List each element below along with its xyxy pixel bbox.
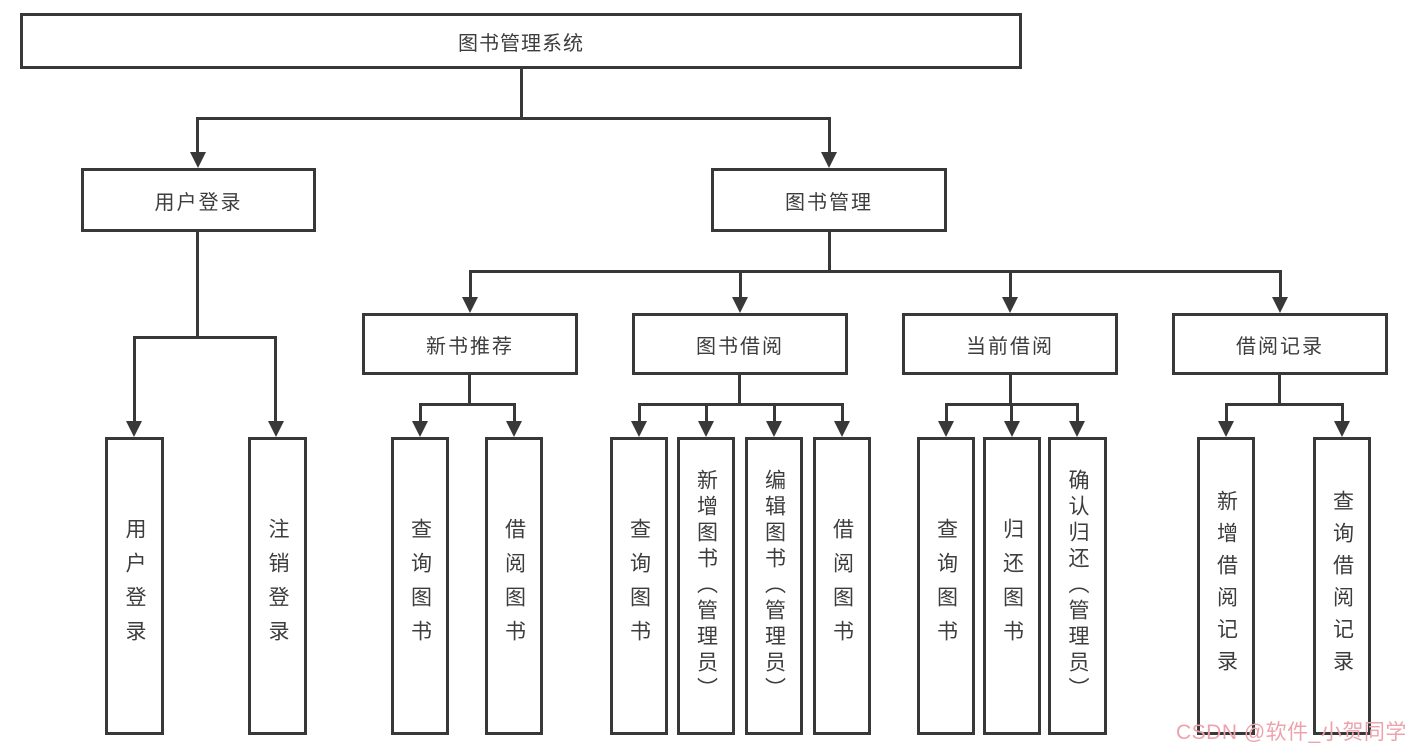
connector-arm-nb-query	[419, 403, 422, 424]
leaf-add-book-admin: 新增图书（管理员）	[677, 437, 735, 735]
leaf-query-books-2: 查询图书	[610, 437, 668, 735]
leaf-logout: 注销登录	[248, 437, 307, 735]
arrow-head-cb-confirm	[1069, 421, 1085, 437]
arrow-head-user-login	[190, 152, 206, 168]
connector-user-login-stem	[196, 231, 199, 339]
arrow-head-leaf-logout	[268, 421, 284, 437]
node-borrow-record-label: 借阅记录	[1236, 335, 1324, 358]
arrow-head-borrow-record	[1272, 297, 1288, 313]
leaf-query-books-3: 查询图书	[917, 437, 975, 735]
node-current-borrow-label: 当前借阅	[966, 335, 1054, 358]
connector-arm-book-borrow	[739, 270, 742, 300]
node-root: 图书管理系统	[20, 13, 1022, 69]
node-book-borrow: 图书借阅	[632, 313, 848, 375]
leaf-confirm-return-admin: 确认归还（管理员）	[1048, 437, 1107, 735]
node-book-borrow-label: 图书借阅	[696, 335, 784, 358]
connector-arm-leaf-logout	[274, 336, 277, 424]
leaf-edit-book-admin: 编辑图书（管理员）	[745, 437, 803, 735]
connector-book-borrow-branch	[638, 403, 843, 406]
arrow-head-br-query	[1334, 421, 1350, 437]
connector-current-borrow-stem	[1009, 374, 1012, 405]
connector-root-stem	[520, 68, 523, 120]
leaf-borrow-books-1: 借阅图书	[485, 437, 543, 735]
leaf-logout-label: 注销登录	[266, 518, 289, 654]
connector-user-login-branch	[133, 336, 277, 339]
node-root-label: 图书管理系统	[458, 32, 584, 55]
leaf-borrow-books-2-label: 借阅图书	[830, 518, 854, 654]
leaf-query-books-1: 查询图书	[391, 437, 449, 735]
connector-arm-cb-return	[1010, 403, 1013, 424]
connector-level3-branch	[469, 270, 1281, 273]
node-new-book-recommend-label: 新书推荐	[426, 335, 514, 358]
connector-arm-bb-add	[705, 403, 708, 424]
arrow-head-br-add	[1218, 421, 1234, 437]
leaf-query-books-2-label: 查询图书	[627, 518, 651, 654]
node-user-login-label: 用户登录	[154, 191, 243, 214]
leaf-user-login: 用户登录	[105, 437, 164, 735]
leaf-query-borrow-record-label: 查询借阅记录	[1330, 490, 1354, 682]
leaf-return-book-label: 归还图书	[1000, 518, 1024, 654]
connector-book-management-stem	[828, 231, 831, 273]
connector-book-borrow-stem	[738, 374, 741, 405]
connector-arm-cb-query	[945, 403, 948, 424]
arrow-head-leaf-login	[126, 421, 142, 437]
leaf-add-borrow-record: 新增借阅记录	[1197, 437, 1255, 735]
arrow-head-nb-query	[412, 421, 428, 437]
leaf-query-books-1-label: 查询图书	[408, 518, 432, 654]
connector-borrow-record-branch	[1225, 403, 1343, 406]
node-user-login: 用户登录	[81, 168, 316, 232]
connector-arm-nb-borrow	[513, 403, 516, 424]
leaf-borrow-books-2: 借阅图书	[813, 437, 871, 735]
arrow-head-cb-return	[1004, 421, 1020, 437]
connector-arm-user-login	[196, 117, 199, 155]
leaf-user-login-label: 用户登录	[123, 518, 146, 654]
arrow-head-bb-borrow	[834, 421, 850, 437]
leaf-add-book-admin-label: 新增图书（管理员）	[694, 469, 718, 703]
connector-new-book-stem	[468, 374, 471, 405]
arrow-head-bb-query	[631, 421, 647, 437]
connector-arm-br-query	[1341, 403, 1344, 424]
connector-arm-current-borrow	[1009, 270, 1012, 300]
leaf-borrow-books-1-label: 借阅图书	[502, 518, 526, 654]
connector-arm-leaf-login	[133, 336, 136, 424]
node-borrow-record: 借阅记录	[1172, 313, 1388, 375]
leaf-edit-book-admin-label: 编辑图书（管理员）	[762, 469, 786, 703]
arrow-head-bb-add	[698, 421, 714, 437]
arrow-head-cb-query	[938, 421, 954, 437]
leaf-return-book: 归还图书	[983, 437, 1041, 735]
arrow-head-nb-borrow	[506, 421, 522, 437]
node-current-borrow: 当前借阅	[902, 313, 1118, 375]
connector-arm-bb-query	[638, 403, 641, 424]
leaf-confirm-return-admin-label: 确认归还（管理员）	[1066, 469, 1089, 703]
leaf-add-borrow-record-label: 新增借阅记录	[1214, 490, 1238, 682]
connector-arm-bb-edit	[773, 403, 776, 424]
arrow-head-bb-edit	[766, 421, 782, 437]
node-book-management: 图书管理	[711, 168, 947, 232]
node-book-management-label: 图书管理	[785, 191, 873, 214]
leaf-query-books-3-label: 查询图书	[934, 518, 958, 654]
arrow-head-book-management	[821, 152, 837, 168]
arrow-head-current-borrow	[1002, 297, 1018, 313]
connector-borrow-record-stem	[1278, 374, 1281, 405]
connector-arm-bb-borrow	[841, 403, 844, 424]
connector-arm-book-management	[828, 117, 831, 155]
connector-root-branch	[196, 117, 831, 120]
connector-arm-borrow-record	[1279, 270, 1282, 300]
leaf-query-borrow-record: 查询借阅记录	[1313, 437, 1371, 735]
arrow-head-book-borrow	[732, 297, 748, 313]
node-new-book-recommend: 新书推荐	[362, 313, 578, 375]
watermark: CSDN @软件_小贺同学	[1176, 721, 1405, 744]
arrow-head-new-book	[462, 297, 478, 313]
connector-arm-br-add	[1225, 403, 1228, 424]
connector-new-book-branch	[419, 403, 516, 406]
connector-arm-cb-confirm	[1076, 403, 1079, 424]
connector-arm-new-book	[469, 270, 472, 300]
